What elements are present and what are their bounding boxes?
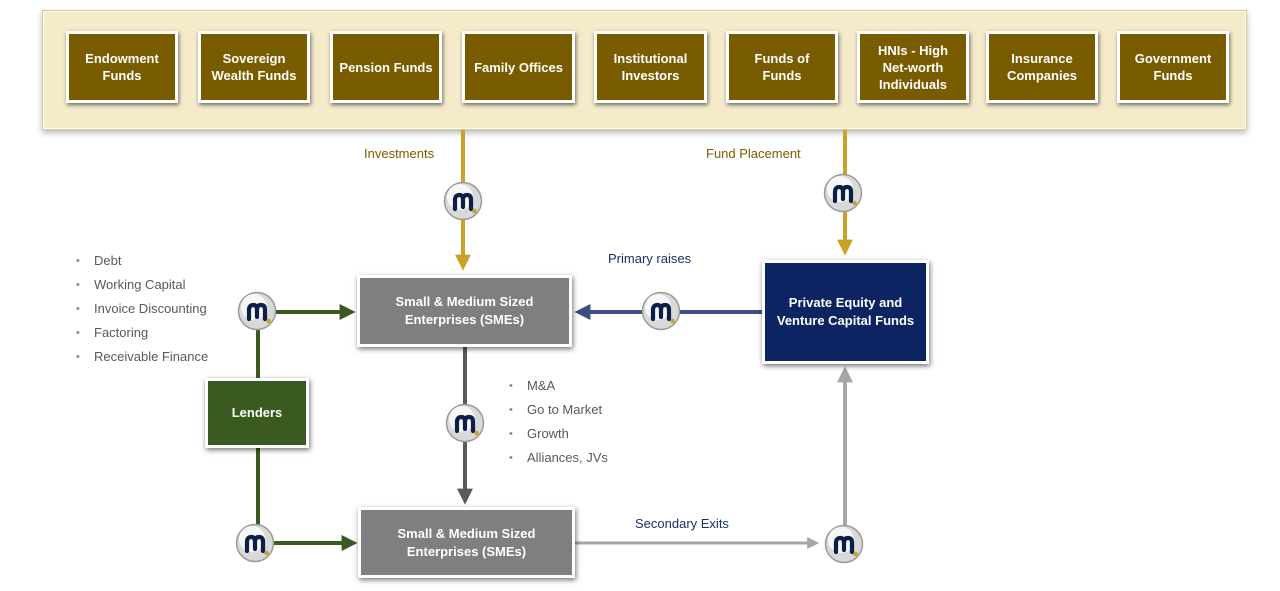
investments-label: Investments [364, 146, 435, 161]
list-item: Receivable Finance [74, 349, 208, 373]
m-logo-icon [826, 526, 863, 563]
sme-bottom-box[interactable]: Small & Medium Sized Enterprises (SMEs) [358, 507, 575, 578]
m-logo-icon [237, 525, 274, 562]
m-logo-icon [447, 405, 484, 442]
list-item: Factoring [74, 325, 208, 349]
list-item: M&A [507, 378, 608, 402]
investor-endowment-funds[interactable]: Endowment Funds [66, 31, 178, 103]
list-item: Growth [507, 426, 608, 450]
pe-vc-box[interactable]: Private Equity and Venture Capital Funds [762, 260, 929, 364]
fund-placement-label: Fund Placement [706, 146, 801, 161]
investor-institutional-investors[interactable]: Institutional Investors [594, 31, 707, 103]
list-item: Go to Market [507, 402, 608, 426]
investor-funds-of-funds[interactable]: Funds of Funds [726, 31, 838, 103]
list-item: Invoice Discounting [74, 301, 208, 325]
lenders-box[interactable]: Lenders [205, 378, 309, 448]
investor-family-offices[interactable]: Family Offices [462, 31, 575, 103]
lending-products-list: Debt Working Capital Invoice Discounting… [74, 253, 208, 373]
m-logo-icon [643, 293, 680, 330]
secondary-exits-label: Secondary Exits [635, 516, 729, 531]
investor-pension-funds[interactable]: Pension Funds [330, 31, 442, 103]
sme-top-box[interactable]: Small & Medium Sized Enterprises (SMEs) [357, 275, 572, 347]
growth-activities-list: M&A Go to Market Growth Alliances, JVs [507, 378, 608, 474]
m-logo-icon [445, 183, 482, 220]
m-logo-icon [239, 293, 276, 330]
list-item: Working Capital [74, 277, 208, 301]
investor-insurance-companies[interactable]: Insurance Companies [986, 31, 1098, 103]
investor-sovereign-wealth-funds[interactable]: Sovereign Wealth Funds [198, 31, 310, 103]
list-item: Alliances, JVs [507, 450, 608, 474]
m-logo-icon [825, 175, 862, 212]
list-item: Debt [74, 253, 208, 277]
primary-raises-label: Primary raises [608, 251, 692, 266]
investor-hnis[interactable]: HNIs - High Net-worth Individuals [857, 31, 969, 103]
investor-government-funds[interactable]: Government Funds [1117, 31, 1229, 103]
